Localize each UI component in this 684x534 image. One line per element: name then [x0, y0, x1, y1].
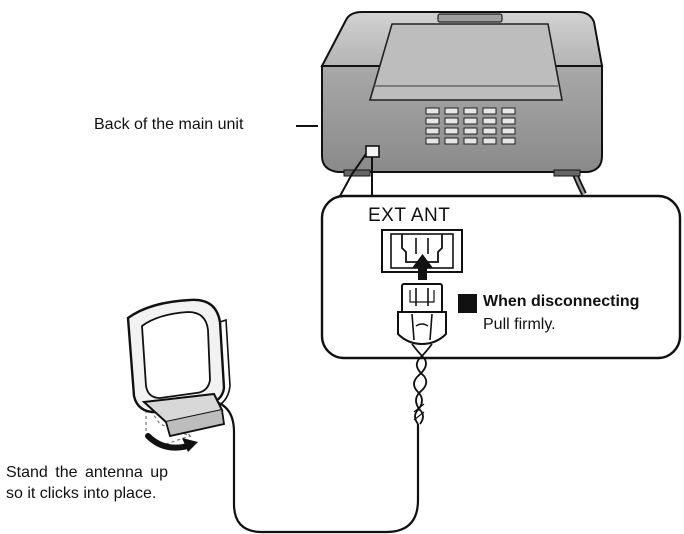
up-arrow-icon — [412, 254, 433, 280]
back-of-unit-label: Back of the main unit — [94, 116, 244, 133]
antenna-cable — [205, 398, 420, 534]
black-square-icon — [458, 294, 477, 313]
disconnecting-instruction: Pull firmly. — [483, 316, 556, 333]
curved-arrow-icon — [145, 433, 198, 452]
loop-antenna — [126, 298, 231, 447]
stand-instruction-line-1: Stand the antenna up — [6, 464, 169, 481]
ext-ant-label: EXT ANT — [368, 205, 451, 226]
antenna-plug — [397, 283, 447, 346]
main-unit — [320, 11, 604, 196]
unit-antenna-terminal — [365, 145, 380, 158]
callout-lines — [339, 153, 373, 197]
disconnecting-heading: When disconnecting — [483, 293, 640, 310]
stand-instruction-line-2: so it clicks into place. — [6, 485, 157, 502]
vent-grille — [425, 107, 516, 145]
antenna-lead — [411, 343, 433, 425]
